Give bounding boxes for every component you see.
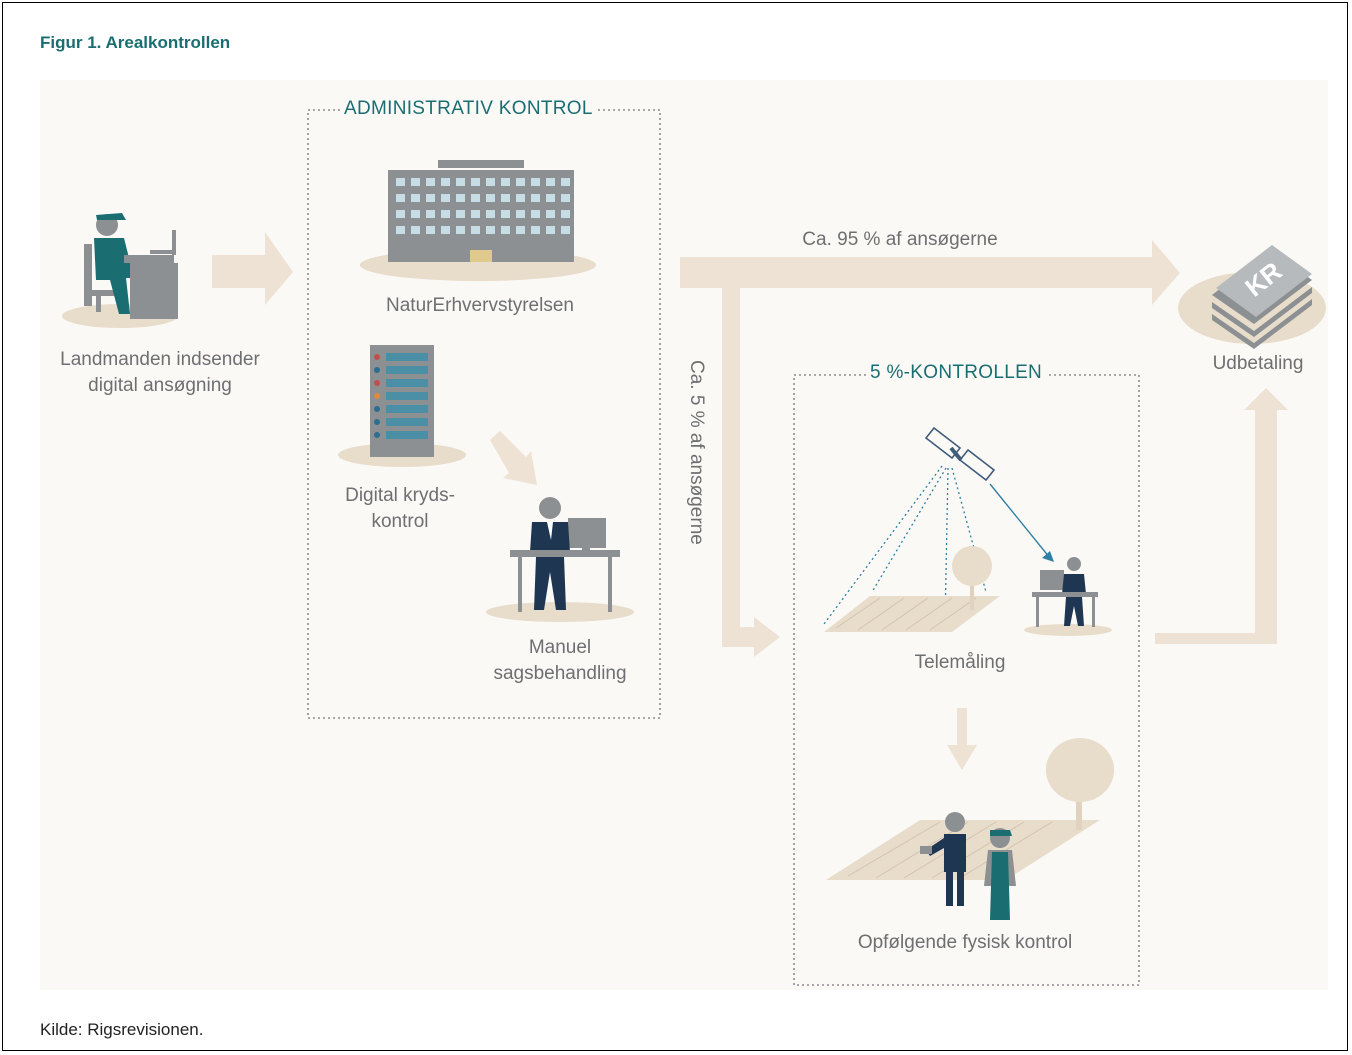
building-icon: [360, 160, 596, 281]
tree-icon: [952, 546, 992, 610]
agency-label: NaturErhvervstyrelsen: [386, 295, 574, 316]
farmer-icon: [62, 213, 178, 328]
main-flow-label: Ca. 95 % af ansøgerne: [802, 229, 998, 250]
satellite-link-arrowhead: [1042, 551, 1054, 562]
diagram-panel: [40, 80, 1328, 990]
analyst-icon: [1024, 557, 1112, 636]
crosscheck-label: Digital kryds- kontrol: [345, 485, 455, 532]
arrow-branch-flow: [722, 288, 780, 657]
farmer-label: Landmanden indsender digital ansøgning: [60, 349, 260, 396]
arrow-farmer-to-admin: [212, 232, 293, 305]
arrow-down-to-physical: [947, 708, 977, 770]
remote-sensing-label: Telemåling: [914, 652, 1006, 673]
manual-label: Manuel sagsbehandling: [493, 637, 627, 684]
inspection-field-icon: [826, 738, 1114, 880]
physical-check-label: Opfølgende fysisk kontrol: [857, 932, 1073, 953]
office-worker-icon: [486, 497, 634, 622]
admin-box-header: ADMINISTRATIV KONTROL: [340, 97, 597, 121]
server-icon: [338, 345, 466, 467]
branch-flow-label: Ca. 5 % af ansøgerne: [686, 360, 707, 545]
five-pct-box-header: 5 %-KONTROLLEN: [866, 361, 1047, 385]
satellite-link-arrow: [989, 483, 1051, 559]
figure-title: Figur 1. Arealkontrollen: [40, 33, 231, 52]
five-pct-box: [793, 374, 1140, 986]
arrow-to-manual: [490, 431, 537, 485]
arrow-main-flow: [680, 240, 1180, 305]
figure-source: Kilde: Rigsrevisionen.: [40, 1020, 204, 1039]
field-icon: [824, 596, 1000, 632]
arrow-up-to-payout: [1155, 388, 1288, 644]
farmer-inspection-icon: [984, 828, 1016, 920]
inspector-icon: [920, 812, 966, 906]
satellite-icon: [924, 426, 996, 482]
payout-label: Udbetaling: [1212, 353, 1304, 374]
money-stack-icon: [1178, 245, 1326, 349]
